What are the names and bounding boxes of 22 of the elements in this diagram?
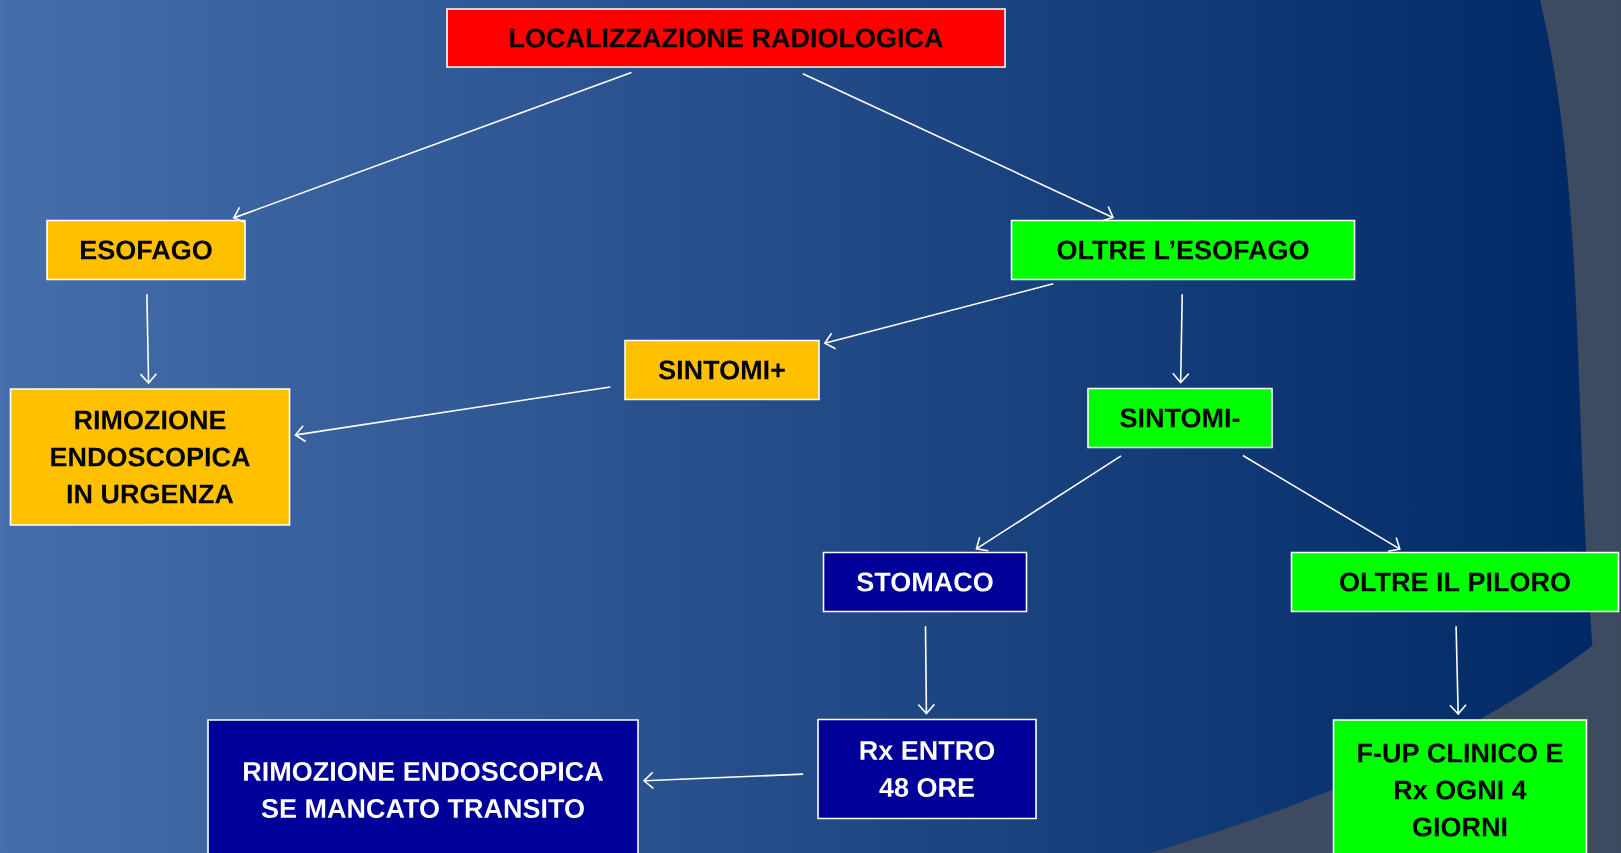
process-box: F-UP CLINICO E Rx OGNI 4 GIORNI	[1332, 719, 1588, 853]
arrow	[642, 771, 805, 790]
arrow	[1172, 293, 1190, 384]
arrow	[294, 386, 612, 443]
arrow	[1449, 625, 1467, 716]
arrow	[975, 455, 1122, 552]
arrow	[917, 625, 936, 715]
arrow	[139, 293, 158, 385]
process-box: OLTRE L’ESOFAGO	[1010, 219, 1356, 281]
arrow	[802, 72, 1115, 222]
process-box: RIMOZIONE ENDOSCOPICA IN URGENZA	[9, 388, 291, 526]
arrow	[232, 71, 633, 224]
process-box: OLTRE IL PILORO	[1290, 551, 1620, 613]
arrow	[823, 283, 1055, 350]
process-box: STOMACO	[822, 551, 1028, 613]
process-box: RIMOZIONE ENDOSCOPICA SE MANCATO TRANSITO	[207, 719, 639, 853]
arrow	[1242, 454, 1401, 553]
heading-box: LOCALIZZAZIONE RADIOLOGICA	[446, 8, 1006, 68]
process-box: Rx ENTRO 48 ORE	[817, 718, 1037, 820]
process-box: SINTOMI+	[624, 339, 820, 401]
process-box: SINTOMI-	[1087, 387, 1273, 449]
process-box: ESOFAGO	[46, 219, 246, 281]
